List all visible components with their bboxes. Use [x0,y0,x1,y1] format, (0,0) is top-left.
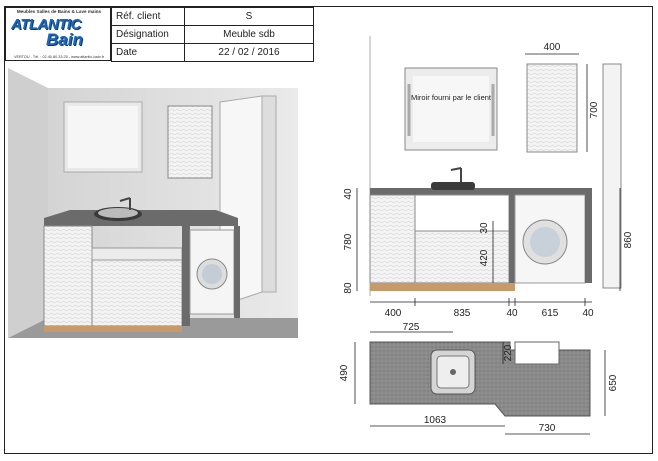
title-block: Réf. client S Désignation Meuble sdb Dat… [111,7,314,62]
ref-label: Réf. client [111,7,185,26]
logo-tagline: Meubles Salles de Bains & Lave mains [16,9,102,14]
top-plan-view: 725 490 220 650 1063 730 [339,322,619,435]
plan-notch [514,341,560,365]
perspective-render [8,68,308,338]
wall-cabinet [167,105,213,179]
front-elevation: Miroir fourni par le client 400 700 40 [343,36,634,319]
plan-dim-depth-right: 650 [608,374,619,391]
date-value: 22 / 02 / 2016 [184,43,314,62]
date-label: Date [111,43,185,62]
drawing-sheet [4,6,653,454]
plan-dim-total-left: 1063 [424,415,447,426]
left-wall [8,68,48,338]
plan-dim-depth-left: 490 [339,364,350,381]
ref-value: S [184,7,314,26]
dim-top-thickness: 40 [343,188,354,200]
countertop [44,210,238,226]
elevation-tall-panel [602,63,622,289]
logo-brand-line1: ATLANTIC [11,16,81,33]
svg-text:Miroir fourni par le client: Miroir fourni par le client [411,93,492,102]
dim-cabinet-height: 700 [589,101,600,118]
logo-brand-line2: Bain [46,30,83,49]
company-logo: Meubles Salles de Bains & Lave mains ATL… [5,7,111,61]
elevation-countertop [370,188,592,195]
dim-width-end: 40 [582,308,594,319]
designation-value: Meuble sdb [184,25,314,44]
logo-contact: VERTOU - Tél. : 02.40.80.33.25 - www.atl… [13,55,105,59]
middle-unit [91,259,183,327]
elevation-wall-cabinet [526,63,578,153]
elevation-plinth [370,283,515,291]
mirror-note: Miroir fourni par le client [411,93,492,102]
elevation-middle-drawer [414,230,510,284]
dim-width-middle: 835 [454,308,471,319]
dim-shelf-height: 420 [479,249,490,266]
dim-width-separator: 40 [506,308,518,319]
left-drawer-unit [43,225,93,327]
plan-dim-notch: 220 [503,344,514,361]
dim-plinth: 80 [343,282,354,294]
dim-width-washer: 615 [542,308,559,319]
designation-label: Désignation [111,25,185,44]
dim-shelf-gap: 30 [479,222,490,234]
plan-dim-basin-offset: 725 [403,322,420,333]
plan-dim-total-right: 730 [539,423,556,434]
elevation-left-cabinet [369,194,416,284]
dim-base-height: 780 [343,233,354,250]
dim-tall-height: 860 [623,231,634,248]
dim-cabinet-width: 400 [544,42,561,53]
dim-width-left: 400 [385,308,402,319]
